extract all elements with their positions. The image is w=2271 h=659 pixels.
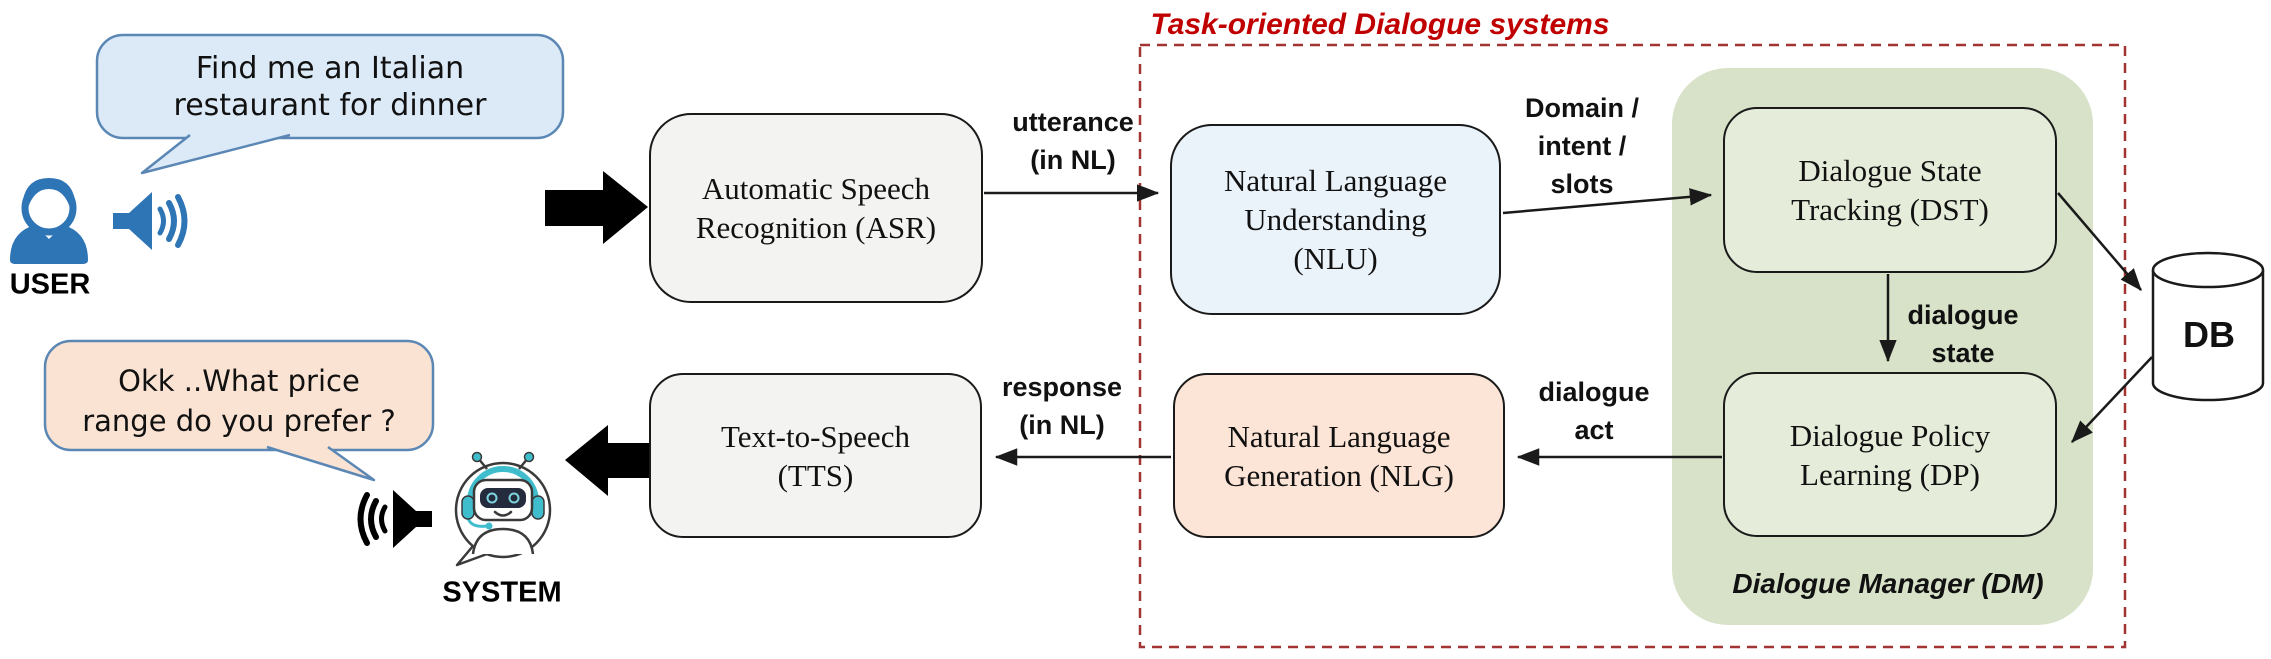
nlg-box-line: Natural Language (1227, 418, 1451, 454)
tod-dashed-border (1138, 43, 2127, 649)
utterance-label: utterance (in NL) (1012, 103, 1134, 179)
system-label: SYSTEM (442, 576, 562, 609)
dialogue-act-line: dialogue (1538, 377, 1650, 407)
arrow-nlu-to-dst (1502, 188, 1713, 215)
dm-label: Dialogue Manager (DM) (1732, 568, 2044, 599)
user-person-icon (10, 178, 88, 264)
user-speech-bubble (95, 33, 565, 175)
system-robot-icon (454, 451, 552, 567)
nlg-box: Natural Language Generation (NLG) (1173, 373, 1505, 538)
nlg-box-line: Generation (NLG) (1224, 457, 1454, 493)
domain-intent-slots-line: intent / (1537, 131, 1627, 161)
domain-intent-slots-label: Domain / intent / slots (1525, 89, 1639, 203)
system-speech-bubble (43, 339, 435, 482)
system-speech-arrow-icon (565, 425, 650, 496)
db-label: DB (2183, 314, 2235, 355)
user-label: USER (9, 268, 91, 301)
system-speaker-icon (357, 490, 432, 548)
user-bubble-line: restaurant for dinner (173, 88, 487, 123)
domain-intent-slots-line: Domain / (1524, 93, 1640, 123)
asr-box-line: Automatic Speech (701, 171, 931, 206)
dp-box-line: Learning (DP) (1800, 456, 1980, 492)
tts-box-line: Text-to-Speech (721, 418, 910, 454)
arrow-db-to-dp (2071, 356, 2153, 443)
tts-box-line: (TTS) (777, 457, 854, 493)
arrow-dst-to-db (2057, 192, 2142, 291)
system-bubble-line: Okk ..What price (118, 364, 360, 398)
response-label-line: (in NL) (1019, 410, 1105, 440)
dp-box-line: Dialogue Policy (1789, 417, 1991, 453)
response-label: response (in NL) (1002, 368, 1122, 444)
asr-box-line: Recognition (ASR) (695, 210, 937, 245)
nlu-box: Natural Language Understanding (NLU) (1170, 124, 1501, 315)
dst-box: Dialogue State Tracking (DST) (1723, 107, 2057, 273)
tts-box: Text-to-Speech (TTS) (649, 373, 982, 538)
nlu-box-line: Understanding (1244, 202, 1427, 237)
user-speaker-icon (113, 192, 188, 250)
domain-intent-slots-line: slots (1550, 169, 1614, 199)
user-bubble-line: Find me an Italian (195, 51, 465, 86)
dst-box-line: Dialogue State (1798, 153, 1982, 188)
user-speech-arrow-icon (545, 171, 648, 244)
system-bubble-line: range do you prefer ? (82, 404, 396, 438)
nlu-box-line: (NLU) (1293, 241, 1378, 276)
dialogue-state-line: state (1931, 338, 1995, 368)
nlu-box-line: Natural Language (1224, 163, 1447, 198)
asr-box: Automatic Speech Recognition (ASR) (649, 113, 983, 303)
system-bubble-text: Okk ..What price range do you prefer ? (45, 361, 433, 441)
dialogue-act-label: dialogue act (1538, 373, 1649, 449)
db-cylinder-icon (2151, 251, 2265, 402)
diagram-title: Task-oriented Dialogue systems (1150, 8, 1610, 41)
dp-box: Dialogue Policy Learning (DP) (1723, 372, 2057, 537)
dialogue-state-label: dialogue state (1907, 296, 2018, 372)
dialogue-state-line: dialogue (1907, 300, 2019, 330)
utterance-label-line: utterance (1012, 107, 1134, 137)
dialogue-act-line: act (1574, 415, 1614, 445)
response-label-line: response (1001, 372, 1123, 402)
utterance-label-line: (in NL) (1030, 145, 1116, 175)
user-bubble-text: Find me an Italian restaurant for dinner (97, 50, 563, 124)
dst-box-line: Tracking (DST) (1791, 192, 1989, 227)
